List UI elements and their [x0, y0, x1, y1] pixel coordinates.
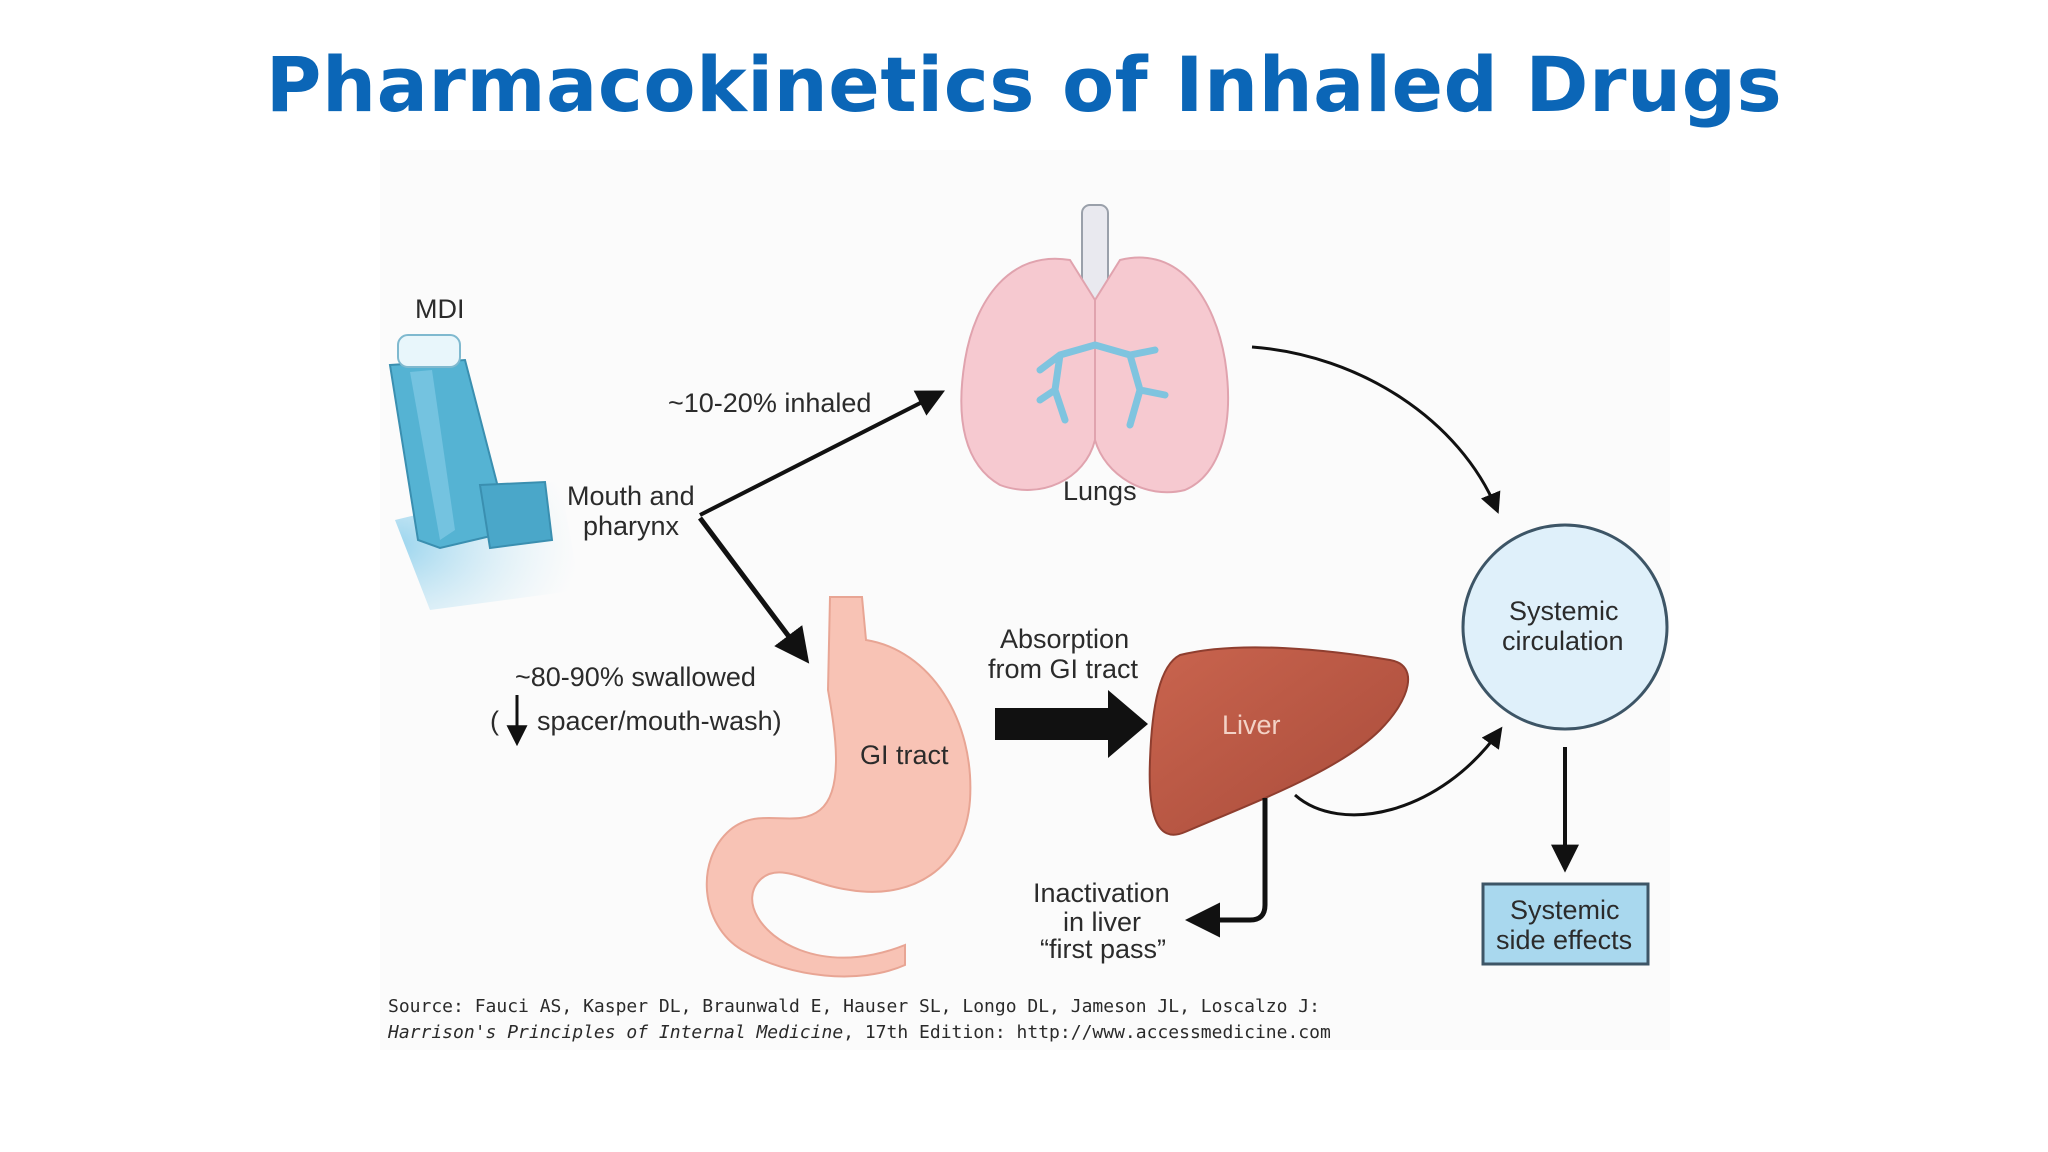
spacer-mouthwash-label: spacer/mouth-wash) [537, 706, 782, 736]
mouth-pharynx-label-1: Mouth and [567, 481, 695, 511]
stomach-icon [705, 596, 972, 978]
systemic-circulation-label-1: Systemic [1509, 596, 1619, 626]
liver-label: Liver [1222, 710, 1281, 740]
systemic-circulation-label-2: circulation [1502, 626, 1624, 656]
inactivation-label-2: in liver [1063, 907, 1141, 937]
source-line-1: Source: Fauci AS, Kasper DL, Braunwald E… [388, 996, 1320, 1017]
inhaled-label: ~10-20% inhaled [668, 388, 871, 418]
arrow-to-lungs [699, 390, 945, 517]
absorption-label-1: Absorption [1000, 624, 1129, 654]
arrow-to-gi-tract [698, 516, 810, 664]
source-edition-url: , 17th Edition: http://www.accessmedicin… [843, 1022, 1331, 1043]
side-effects-label-1: Systemic [1510, 895, 1620, 925]
mouth-pharynx-label-2: pharynx [583, 511, 680, 541]
arrow-liver-to-inactivation [1185, 798, 1268, 938]
mdi-label: MDI [415, 294, 465, 324]
arrow-lungs-to-circulation [1251, 345, 1501, 514]
gi-tract-label: GI tract [860, 740, 949, 770]
slide-title: Pharmacokinetics of Inhaled Drugs [265, 40, 1783, 129]
mdi-inhaler-icon [388, 334, 580, 610]
spacer-open-paren: ( [490, 706, 499, 736]
liver-icon [1148, 646, 1409, 836]
inactivation-label-3: “first pass” [1040, 934, 1166, 964]
lungs-label: Lungs [1063, 476, 1137, 506]
source-line-2: Harrison's Principles of Internal Medici… [387, 1022, 1331, 1043]
absorption-arrow [995, 690, 1148, 758]
arrow-liver-to-circulation [1294, 726, 1503, 817]
source-book-title: Harrison's Principles of Internal Medici… [387, 1022, 843, 1043]
side-effects-box [1481, 882, 1650, 966]
swallowed-label: ~80-90% swallowed [515, 662, 756, 692]
systemic-circulation-node [1461, 523, 1669, 731]
lungs-icon [960, 204, 1229, 494]
side-effects-label-2: side effects [1496, 925, 1632, 955]
absorption-label-2: from GI tract [988, 654, 1139, 684]
inactivation-label-1: Inactivation [1033, 878, 1170, 908]
